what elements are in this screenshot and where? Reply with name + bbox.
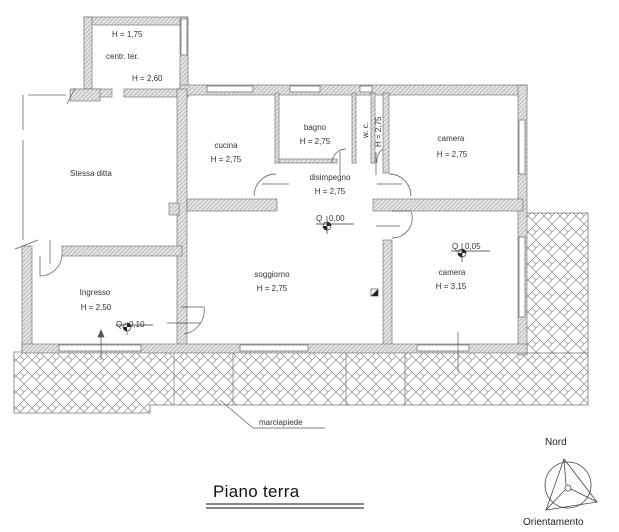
soggiorno-label: soggiorno <box>254 270 290 279</box>
orientation-label: Orientamento <box>523 517 584 528</box>
wc-height: H = 2,75 <box>374 116 383 147</box>
elevation-ingresso-value: 0,10 <box>129 320 145 329</box>
stessa-ditta-label: Stessa ditta <box>70 169 112 178</box>
bagno-label: bagno <box>303 123 327 132</box>
centrale-termica-height-top: H = 1,75 <box>112 30 143 39</box>
section-lines <box>97 329 459 372</box>
elevation-camera-value: 0,05 <box>465 242 481 251</box>
elevation-marker-soggiorno <box>316 216 354 234</box>
doors <box>39 148 413 335</box>
cucina-label: cucina <box>214 141 238 150</box>
column-marker <box>371 289 378 296</box>
wc-label: w. c. <box>361 121 370 138</box>
elevation-soggiorno-value: 0,00 <box>329 214 345 223</box>
ingresso-label: Ingresso <box>79 288 111 297</box>
sidewalk-leader-line <box>219 399 325 429</box>
disimpegno-label: disimpegno <box>309 173 351 182</box>
sidewalk-label: marciapiede <box>259 418 303 427</box>
title-underline-2 <box>206 507 364 509</box>
north-label: Nord <box>545 437 567 448</box>
north-arrow-icon <box>544 458 598 511</box>
stessa-ditta-outline <box>14 87 76 250</box>
elevation-ingresso-q: Q <box>116 320 123 329</box>
camera-2-height: H = 3,15 <box>435 282 467 291</box>
walls <box>21 16 528 356</box>
elevation-marker-ingresso <box>116 322 153 332</box>
soggiorno-height: H = 2,75 <box>256 284 288 293</box>
title-underline-1 <box>206 503 364 505</box>
camera-1-label: camera <box>437 134 465 143</box>
sidewalk-paving <box>13 212 589 414</box>
camera-2-label: camera <box>438 268 466 277</box>
centrale-termica-label: centr. ter. <box>106 52 139 61</box>
drawing-title: Piano terra <box>213 482 300 501</box>
cucina-height: H = 2,75 <box>210 155 242 164</box>
camera-1-height: H = 2,75 <box>436 150 468 159</box>
elevation-soggiorno-q: Q <box>316 214 323 223</box>
disimpegno-height: H = 2,75 <box>314 187 346 196</box>
elevation-camera-q: Q <box>452 242 459 251</box>
windows <box>58 18 526 352</box>
centrale-termica-height-bottom: H = 2,60 <box>132 74 163 83</box>
bagno-height: H = 2,75 <box>299 137 331 146</box>
ingresso-height: H = 2,50 <box>80 303 112 312</box>
elevation-marker-camera <box>451 243 490 262</box>
column-outline <box>370 288 379 297</box>
